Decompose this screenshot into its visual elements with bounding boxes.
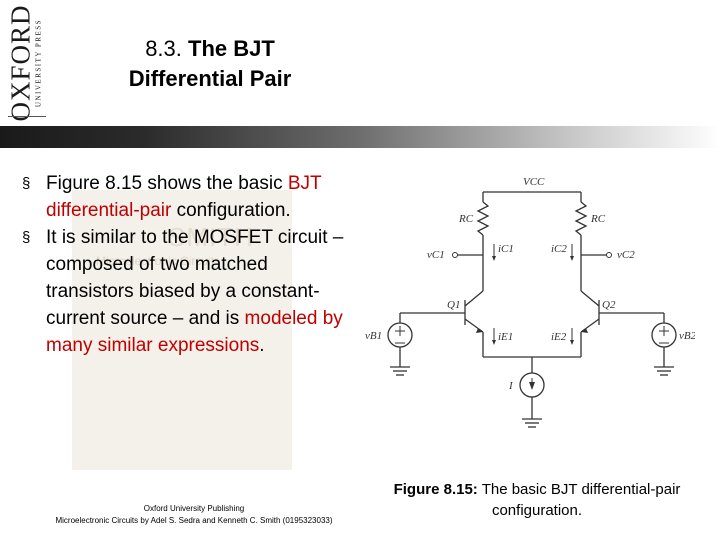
bullet-text-end: . bbox=[259, 335, 265, 356]
label-q2: Q2 bbox=[602, 299, 616, 311]
label-ie2: iE2 bbox=[551, 331, 567, 343]
caption-text: The basic BJT differential-pair configur… bbox=[477, 481, 681, 519]
bjt-differential-pair-circuit: VCC RC RC vC1 vC2 iC1 iC2 Q1 Q2 iE1 iE2 … bbox=[365, 176, 695, 428]
label-vb1: vB1 bbox=[365, 330, 382, 342]
label-vc2: vC2 bbox=[617, 249, 635, 261]
label-vb2: vB2 bbox=[679, 330, 695, 342]
bullet-marker: § bbox=[22, 175, 31, 192]
logo-rule bbox=[8, 116, 46, 117]
cover-title: Microelectronic Circuits bbox=[96, 254, 221, 268]
label-rc-right: RC bbox=[590, 213, 606, 225]
slide-title: 8.3. The BJT Differential Pair bbox=[60, 34, 360, 94]
bullet-highlight: BJT differential-pair bbox=[46, 173, 322, 221]
label-rc-left: RC bbox=[458, 213, 474, 225]
caption-label: Figure 8.15: bbox=[393, 481, 478, 498]
figure-caption: Figure 8.15: The basic BJT differential-… bbox=[372, 479, 702, 521]
logo-wordmark: OXFORD bbox=[6, 4, 36, 122]
bullet-item: § Figure 8.15 shows the basic BJT differ… bbox=[22, 170, 352, 224]
credit-line2: Microelectronic Circuits by Adel S. Sedr… bbox=[55, 516, 333, 525]
publisher-credit: Oxford University Publishing Microelectr… bbox=[24, 503, 364, 527]
bullet-text-end: configuration. bbox=[171, 200, 291, 221]
title-line1: The BJT bbox=[188, 36, 275, 61]
bullet-text: It is similar to the MOSFET circuit – co… bbox=[46, 227, 344, 329]
bullet-highlight: modeled by many similar expressions bbox=[46, 308, 343, 356]
book-cover-watermark bbox=[72, 190, 292, 470]
bullet-item: § It is similar to the MOSFET circuit – … bbox=[22, 224, 352, 359]
cover-brand: SMITH bbox=[168, 222, 254, 252]
title-prefix: 8.3. bbox=[145, 36, 188, 61]
label-vcc: VCC bbox=[523, 176, 545, 188]
bullet-marker: § bbox=[22, 229, 31, 246]
label-q1: Q1 bbox=[447, 299, 460, 311]
label-ie1: iE1 bbox=[498, 331, 513, 343]
label-ic2: iC2 bbox=[551, 243, 567, 255]
title-line2: Differential Pair bbox=[128, 66, 292, 91]
logo-subtitle: UNIVERSITY PRESS bbox=[35, 18, 43, 108]
oxford-logo: OXFORD UNIVERSITY PRESS bbox=[6, 4, 46, 122]
bullet-list: § Figure 8.15 shows the basic BJT differ… bbox=[22, 170, 352, 359]
label-ic1: iC1 bbox=[498, 243, 514, 255]
header-band bbox=[0, 126, 720, 148]
credit-line1: Oxford University Publishing bbox=[143, 504, 245, 513]
label-i: I bbox=[508, 380, 514, 392]
bullet-text: Figure 8.15 shows the basic bbox=[46, 173, 288, 194]
label-vc1: vC1 bbox=[427, 249, 445, 261]
